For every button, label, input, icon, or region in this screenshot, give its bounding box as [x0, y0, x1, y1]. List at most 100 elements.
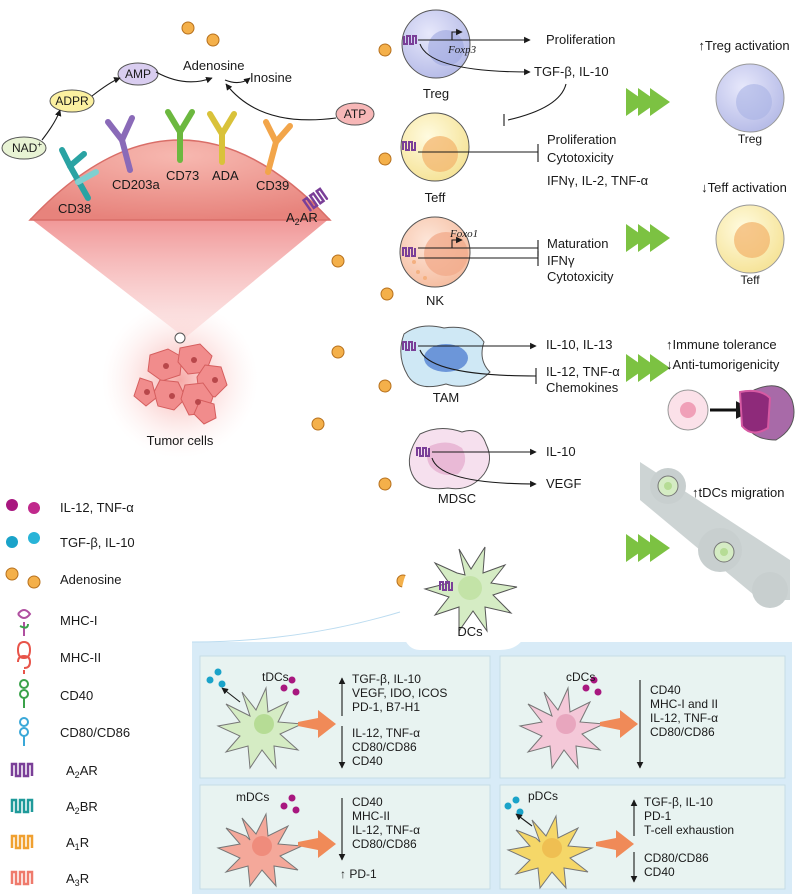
tam-a2ar-icon	[402, 341, 416, 351]
legend-il12-icon	[6, 499, 40, 514]
legend-label-a2br: A2BR	[66, 799, 98, 816]
outcome-treg: ↑Treg activation Treg	[698, 38, 789, 146]
dc-a2ar-icon	[439, 581, 453, 591]
cdcs-name: cDCs	[566, 670, 595, 684]
legend-tgfb-icon	[6, 532, 40, 548]
cd38-icon	[59, 147, 99, 201]
treg-label: Treg	[423, 86, 449, 101]
teff-label: Teff	[425, 190, 446, 205]
green-arrow-treg	[626, 88, 670, 116]
mdsc-cell: MDSC IL-10 VEGF	[408, 428, 581, 506]
green-arrows	[626, 88, 670, 562]
a2ar-receptor-icon	[301, 187, 329, 212]
tumor-glow	[102, 302, 258, 458]
mdsc-a2ar-icon	[416, 447, 430, 457]
pdcs-up-3: T-cell exhaustion	[644, 823, 734, 837]
nk-label: NK	[426, 293, 444, 308]
tumor-region: Tumor cells	[28, 139, 332, 458]
legend-a1r-icon	[10, 834, 34, 850]
panel-pdcs: pDCs TGF-β, IL-10 PD-1 T-cell exhaustion…	[499, 784, 786, 890]
treg-activation-label: ↑Treg activation	[698, 38, 789, 53]
mdcs-down-3: IL-12, TNF-α	[352, 823, 420, 837]
tdcs-down-3: CD40	[352, 754, 383, 768]
cd73-icon	[165, 109, 195, 163]
adenosine-dots	[181, 21, 410, 588]
teff-out-proliferation: Proliferation	[547, 132, 616, 147]
tdcs-up-2: VEGF, IDO, ICOS	[352, 686, 447, 700]
cd203a-label: CD203a	[112, 177, 160, 192]
pdcs-down-2: CD40	[644, 865, 675, 879]
pdcs-up-1: TGF-β, IL-10	[644, 795, 713, 809]
panel-cdcs: cDCs CD40 MHC-I and II IL-12, TNF-α CD80…	[499, 655, 786, 779]
teff-cell: Teff Proliferation Cytotoxicity IFNγ, IL…	[400, 112, 649, 205]
tumor-cone	[30, 218, 330, 338]
outcome-teff: ↓Teff activation Teff	[701, 180, 787, 287]
legend-cd40-icon	[19, 679, 29, 708]
nk-out-ifng: IFNγ	[547, 253, 575, 268]
legend-label-a1r: A1R	[66, 835, 89, 852]
legend: IL-12, TNF-α TGF-β, IL-10 Adenosine MHC-…	[5, 499, 135, 888]
green-arrow-teff	[626, 224, 670, 252]
pdcs-arrow-icon	[596, 830, 634, 858]
teff-out-cytokines: IFNγ, IL-2, TNF-α	[547, 173, 649, 188]
cd73-label: CD73	[166, 168, 199, 183]
enzyme-labels: CD38 CD203a CD73 ADA CD39 A2AR	[58, 168, 318, 227]
tumor-cells-label: Tumor cells	[147, 433, 214, 448]
treg-out-proliferation: Proliferation	[546, 32, 615, 47]
tumor-dome	[28, 139, 332, 221]
mdsc-label: MDSC	[438, 491, 476, 506]
legend-label-a3r: A3R	[66, 871, 89, 888]
inosine-label: Inosine	[250, 70, 292, 85]
teff-a2ar-icon	[402, 141, 416, 151]
tumor-cells-cluster	[133, 343, 228, 425]
foxp3-label: Foxp3	[447, 44, 477, 56]
legend-a2br-icon	[10, 798, 34, 814]
tdc-small-cell-2	[713, 541, 735, 563]
a2ar-label: A2AR	[286, 210, 318, 227]
treg-outcome-cell-label: Treg	[738, 132, 762, 146]
mdcs-down-2: MHC-II	[352, 809, 390, 823]
mdsc-out-il10: IL-10	[546, 444, 576, 459]
legend-label-mhc-ii: MHC-II	[60, 650, 101, 665]
legend-label-cd80: CD80/CD86	[60, 725, 130, 740]
dc-cell: DCs	[423, 546, 518, 639]
tumor-link-dot	[174, 332, 186, 344]
adpr-label: ADPR	[55, 94, 89, 108]
atp-bubble	[335, 102, 375, 126]
panel-tdcs: tDCs TGF-β, IL-10 VEGF, IDO, ICOS PD-1, …	[199, 655, 491, 779]
cdcs-down-4: CD80/CD86	[650, 725, 715, 739]
immune-tolerance-label: ↑Immune tolerance	[666, 337, 777, 352]
legend-a2ar-icon	[10, 762, 34, 778]
panel-mdcs: mDCs CD40 MHC-II IL-12, TNF-α CD80/CD86 …	[199, 784, 491, 890]
amp-bubble	[117, 62, 159, 86]
adenosine-label: Adenosine	[183, 58, 244, 73]
adpr-bubble	[49, 89, 95, 113]
teff-outcome-cell-label: Teff	[740, 273, 760, 287]
legend-mhc-ii-icon	[17, 640, 32, 674]
green-arrow-tam	[626, 354, 670, 382]
ecto-enzymes	[59, 109, 329, 212]
mdsc-out-vegf: VEGF	[546, 476, 581, 491]
cdcs-down-1: CD40	[650, 683, 681, 697]
pdcs-up-2: PD-1	[644, 809, 672, 823]
legend-a3r-icon	[10, 870, 34, 886]
ada-label: ADA	[212, 168, 239, 183]
mdcs-down-4: CD80/CD86	[352, 837, 417, 851]
tam-out-il10: IL-10, IL-13	[546, 337, 613, 352]
adenosine-pathway: NAD+ ADPR AMP Adenosine Inosine ATP	[1, 58, 375, 160]
nk-a2ar-icon	[402, 247, 416, 257]
amp-label: AMP	[125, 67, 151, 81]
mdcs-down-1: CD40	[352, 795, 383, 809]
tdc-migration-label: ↑tDCs migration	[692, 485, 784, 500]
mdcs-name: mDCs	[236, 790, 269, 804]
legend-label-il12: IL-12, TNF-α	[60, 500, 134, 515]
foxo1-label: Foxo1	[449, 228, 478, 240]
pdcs-name: pDCs	[528, 789, 558, 803]
legend-mhc-i-icon	[17, 609, 32, 636]
tam-out-chemokines: Chemokines	[546, 380, 619, 395]
mdcs-arrow-icon	[298, 830, 336, 858]
tdcs-up-1: TGF-β, IL-10	[352, 672, 421, 686]
nad-label: NAD+	[12, 140, 42, 155]
